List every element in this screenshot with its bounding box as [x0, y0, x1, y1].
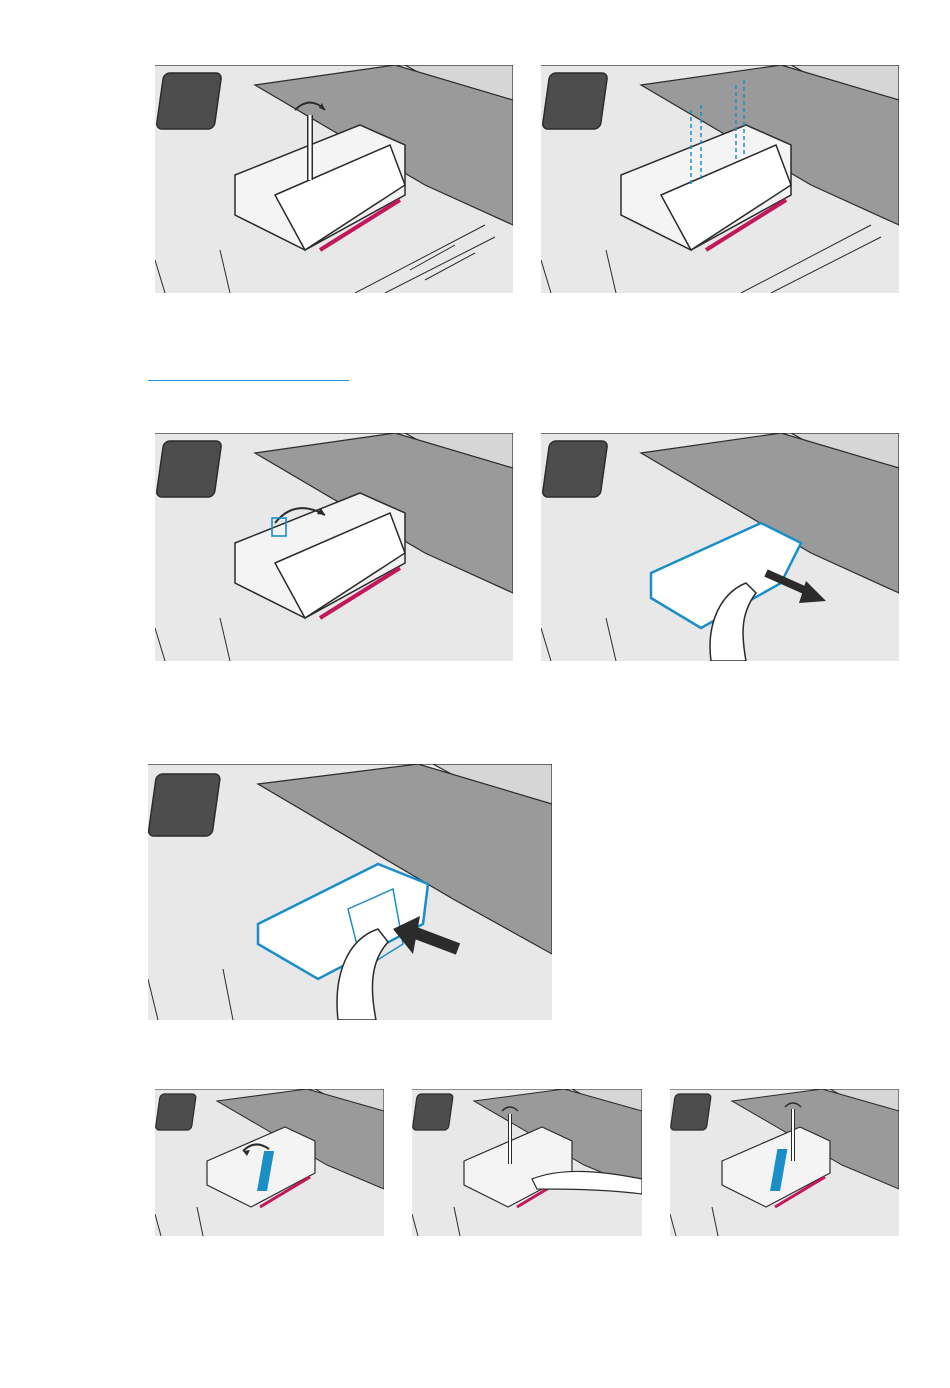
figure-step-1 — [155, 65, 513, 293]
printer-illustration — [670, 1089, 899, 1236]
figure-step-8 — [670, 1089, 899, 1236]
figure-step-3 — [155, 433, 513, 661]
figure-step-6 — [155, 1089, 384, 1236]
figure-step-7 — [412, 1089, 642, 1236]
printer-illustration — [155, 1089, 384, 1236]
printer-illustration — [541, 433, 899, 661]
link-underline[interactable] — [148, 380, 349, 381]
figure-step-5 — [148, 764, 552, 1020]
printer-illustration — [148, 764, 552, 1020]
figure-step-4 — [541, 433, 899, 661]
printer-illustration — [541, 65, 899, 293]
printer-illustration — [412, 1089, 642, 1236]
printer-illustration — [155, 65, 513, 293]
figure-step-2 — [541, 65, 899, 293]
printer-illustration — [155, 433, 513, 661]
